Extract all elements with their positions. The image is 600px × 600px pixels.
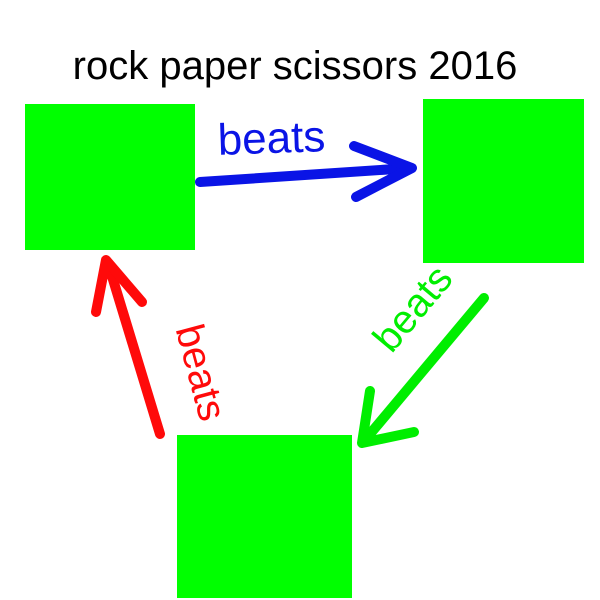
arrow-top-head [349,141,417,202]
left-box [25,104,195,250]
right-box [423,99,584,263]
arrow-left-label: beats [167,320,235,426]
arrow-right-head [357,386,419,448]
arrow-left-head [91,255,147,317]
arrow-top: beats [195,112,417,202]
arrow-right-shaft [360,293,489,445]
diagram-title: rock paper scissors 2016 [72,44,518,88]
arrow-left: beats [91,255,235,439]
arrow-top-shaft [195,163,415,187]
arrow-right: beats [357,257,489,448]
arrow-left-shaft [103,258,165,439]
arrow-top-label: beats [217,112,326,165]
bottom-box [177,435,352,598]
